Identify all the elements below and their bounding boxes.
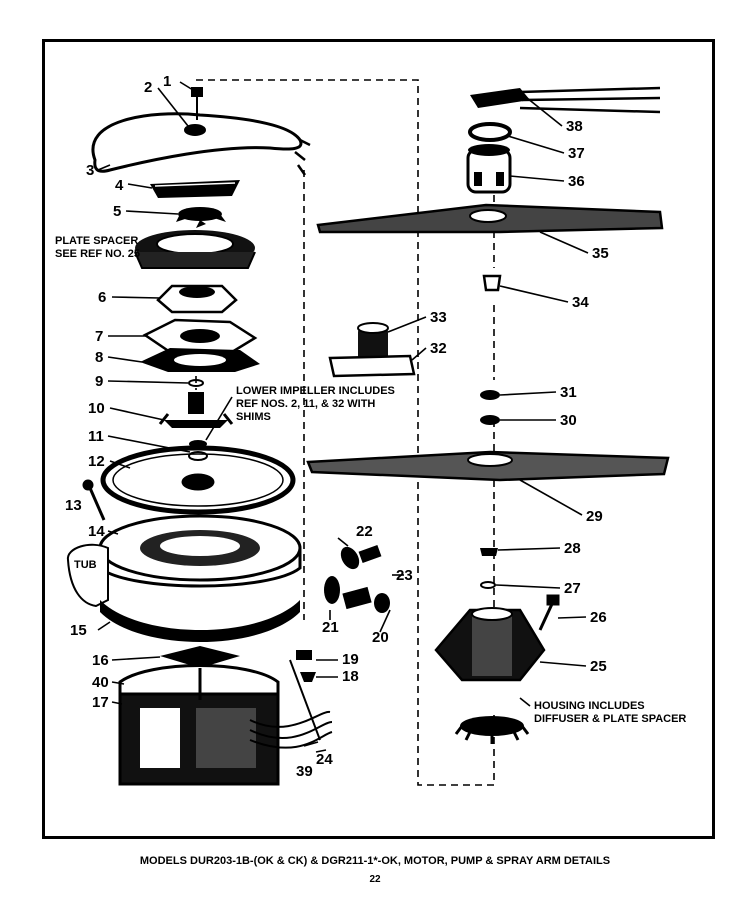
label-4: 4 bbox=[115, 177, 124, 194]
label-17: 17 bbox=[92, 694, 109, 711]
note-impeller-3: SHIMS bbox=[236, 411, 271, 423]
label-11: 11 bbox=[88, 428, 104, 445]
label-37: 37 bbox=[568, 145, 585, 162]
label-9: 9 bbox=[95, 373, 103, 390]
label-28: 28 bbox=[564, 540, 581, 557]
label-19: 19 bbox=[342, 651, 359, 668]
label-23: 23 bbox=[396, 567, 413, 584]
label-25: 25 bbox=[590, 658, 607, 675]
part-upper-impeller bbox=[176, 207, 226, 228]
label-29: 29 bbox=[586, 508, 603, 525]
label-12: 12 bbox=[88, 453, 105, 470]
label-8: 8 bbox=[95, 349, 103, 366]
part-bracket bbox=[328, 354, 416, 378]
label-21: 21 bbox=[322, 619, 339, 636]
part-bushing bbox=[357, 322, 389, 362]
label-30: 30 bbox=[560, 412, 577, 429]
diagram-frame bbox=[42, 39, 715, 839]
part-fitting-36 bbox=[466, 144, 512, 194]
figure-caption: MODELS DUR203-1B-(OK & CK) & DGR211-1*-O… bbox=[139, 855, 611, 867]
label-22: 22 bbox=[356, 523, 373, 540]
label-26: 26 bbox=[590, 609, 607, 626]
note-impeller-1: LOWER IMPELLER INCLUDES bbox=[236, 385, 395, 397]
part-sump bbox=[98, 514, 302, 588]
part-hoses bbox=[324, 544, 390, 613]
label-24: 24 bbox=[316, 751, 333, 768]
label-31: 31 bbox=[560, 384, 577, 401]
label-40: 40 bbox=[92, 674, 109, 691]
label-1: 1 bbox=[163, 73, 171, 90]
label-2: 2 bbox=[144, 79, 152, 96]
note-plate-spacer-2: SEE REF NO. 25 bbox=[55, 248, 140, 260]
label-16: 16 bbox=[92, 652, 109, 669]
label-7: 7 bbox=[95, 328, 103, 345]
label-32: 32 bbox=[430, 340, 447, 357]
note-impeller-2: REF NOS. 2, 11, & 32 WITH bbox=[236, 398, 375, 410]
callout-labels: 1 2 3 4 5 6 7 8 9 10 11 12 13 14 15 16 1… bbox=[65, 73, 609, 780]
label-14: 14 bbox=[88, 523, 105, 540]
part-lower-impeller bbox=[158, 392, 234, 428]
label-34: 34 bbox=[572, 294, 589, 311]
part-upper-water-tube bbox=[470, 86, 661, 114]
label-15: 15 bbox=[70, 622, 87, 639]
page-number: 22 bbox=[369, 874, 381, 885]
label-36: 36 bbox=[568, 173, 585, 190]
part-heater-element bbox=[91, 112, 303, 173]
label-20: 20 bbox=[372, 629, 389, 646]
label-38: 38 bbox=[566, 118, 583, 135]
part-bolt bbox=[184, 87, 206, 136]
part-large-gasket bbox=[100, 445, 296, 515]
part-filter-cover bbox=[150, 180, 240, 198]
note-housing-1: HOUSING INCLUDES bbox=[534, 700, 645, 712]
label-27: 27 bbox=[564, 580, 581, 597]
part-diffuser bbox=[454, 716, 530, 744]
part-washer-9 bbox=[188, 379, 204, 387]
leader-lines bbox=[97, 81, 589, 753]
label-35: 35 bbox=[592, 245, 609, 262]
part-nut-34 bbox=[482, 274, 502, 292]
annotation-notes: PLATE SPACER SEE REF NO. 25 LOWER IMPELL… bbox=[55, 235, 686, 725]
label-18: 18 bbox=[342, 668, 359, 685]
part-screw-13 bbox=[82, 479, 106, 521]
part-motor bbox=[118, 664, 280, 786]
part-plate-spacer bbox=[134, 230, 256, 269]
tub-section bbox=[66, 543, 109, 608]
label-13: 13 bbox=[65, 497, 82, 514]
note-plate-spacer-1: PLATE SPACER bbox=[55, 235, 138, 247]
label-33: 33 bbox=[430, 309, 447, 326]
note-housing-2: DIFFUSER & PLATE SPACER bbox=[534, 713, 686, 725]
label-5: 5 bbox=[113, 203, 121, 220]
part-housing bbox=[434, 607, 546, 682]
part-ring-37 bbox=[468, 122, 512, 142]
label-3: 3 bbox=[86, 162, 94, 179]
label-39: 39 bbox=[296, 763, 313, 780]
part-pump-cover bbox=[156, 284, 238, 314]
note-tub: TUB bbox=[74, 559, 97, 571]
part-mount-ring bbox=[100, 600, 300, 642]
label-10: 10 bbox=[88, 400, 105, 417]
label-6: 6 bbox=[98, 289, 106, 306]
part-seal-plate bbox=[160, 646, 240, 668]
part-motor-wires bbox=[249, 710, 333, 749]
